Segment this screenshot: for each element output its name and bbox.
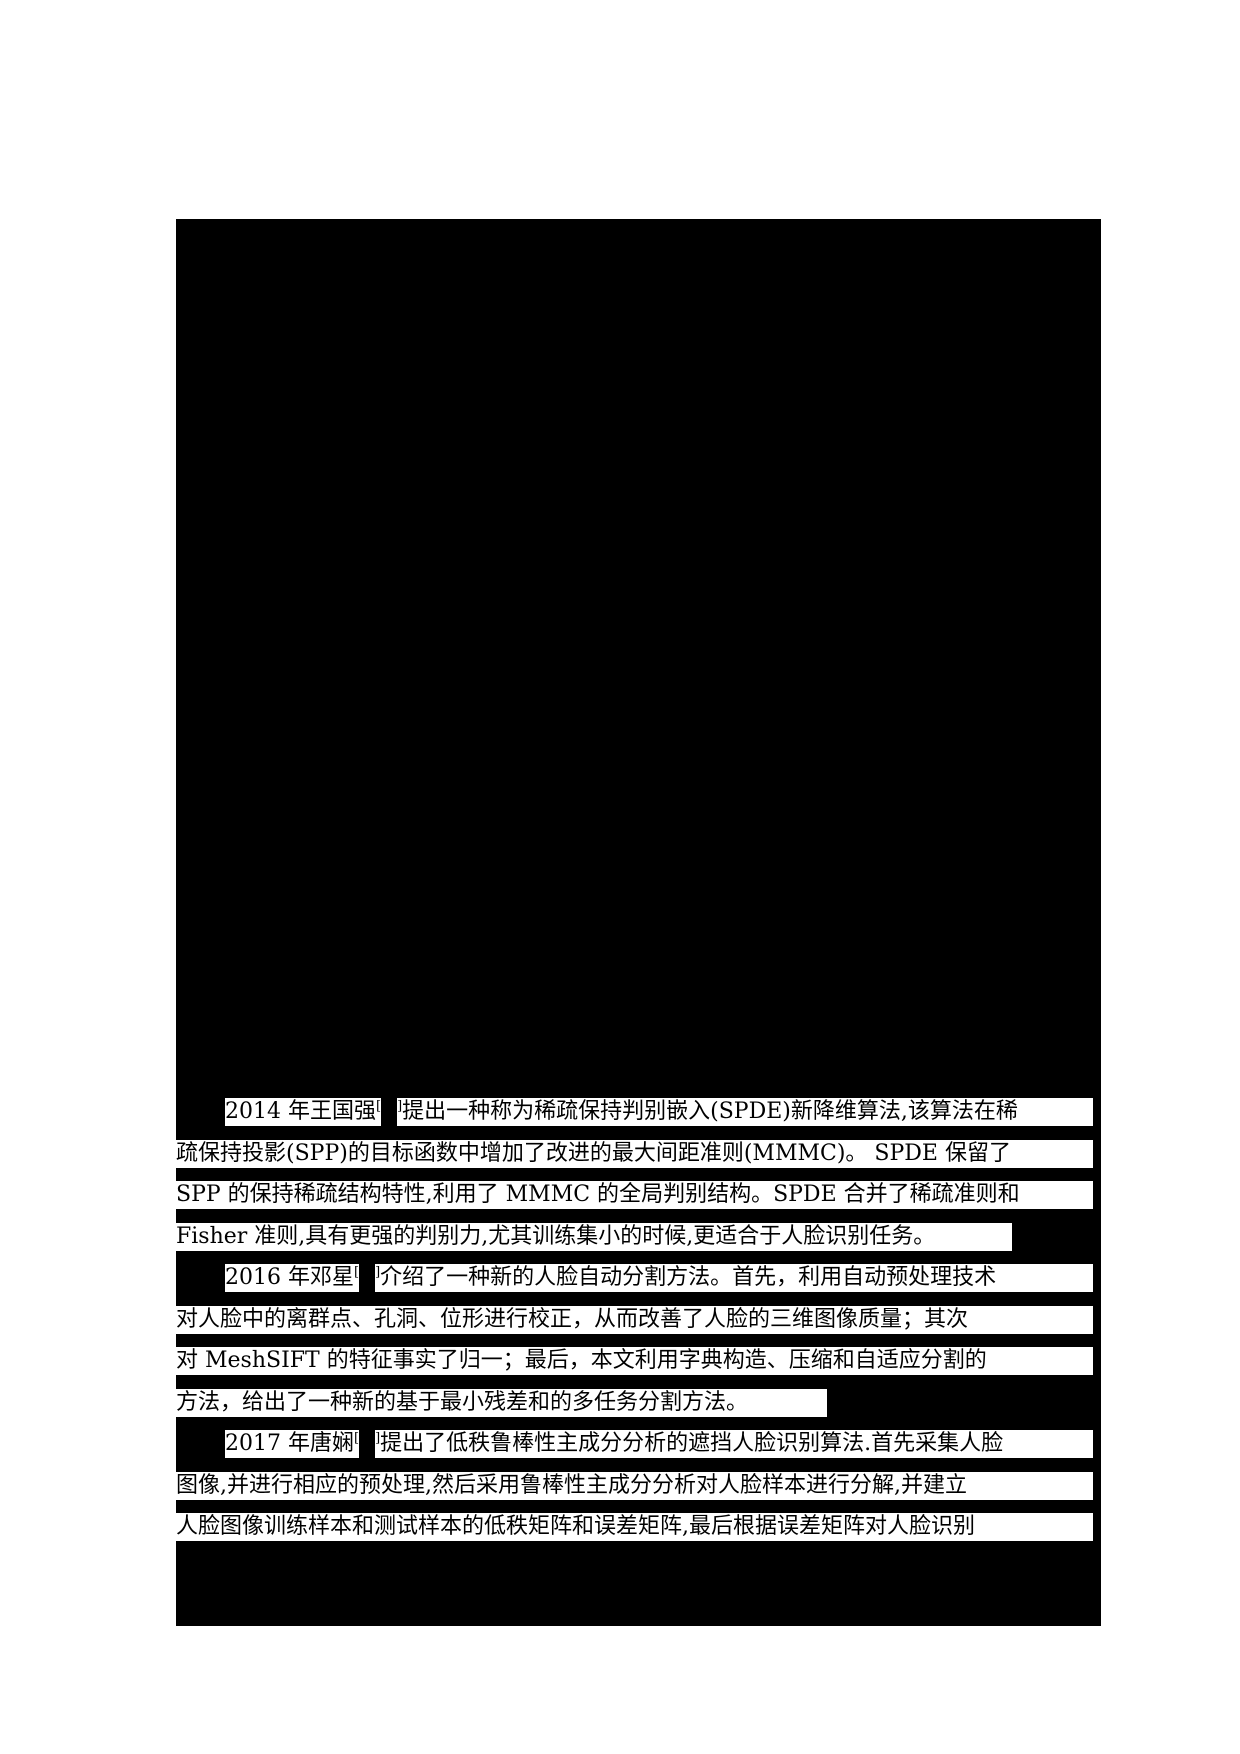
text-run: Fisher 准则,具有更强的判别力,尤其训练集小的时候,更适合于人脸识别任务。 bbox=[176, 1223, 936, 1249]
line-highlight: ]介绍了一种新的人脸自动分割方法。首先，利用自动预处理技术 bbox=[375, 1264, 1093, 1292]
text-run: SPP 的保持稀疏结构特性,利用了 MMMC 的全局判别结构。SPDE 合并了稀… bbox=[176, 1182, 1020, 1207]
citation-bracket-open: [ bbox=[375, 1099, 382, 1114]
citation-bracket-close: ] bbox=[375, 1431, 381, 1446]
citation-number-redacted bbox=[359, 1264, 375, 1292]
text-run: 人脸图像训练样本和测试样本的低秩矩阵和误差矩阵,最后根据误差矩阵对人脸识别 bbox=[176, 1514, 975, 1539]
line-highlight: 2017 年唐娴[ bbox=[225, 1430, 360, 1458]
citation-bracket-close: ] bbox=[397, 1099, 403, 1114]
text-run: 对人脸中的离群点、孔洞、位形进行校正，从而改善了人脸的三维图像质量；其次 bbox=[176, 1306, 969, 1332]
text-line: 对人脸中的离群点、孔洞、位形进行校正，从而改善了人脸的三维图像质量；其次 bbox=[176, 1305, 1093, 1334]
text-line: 人脸图像训练样本和测试样本的低秩矩阵和误差矩阵,最后根据误差矩阵对人脸识别 bbox=[176, 1513, 1093, 1541]
line-highlight: Fisher 准则,具有更强的判别力,尤其训练集小的时候,更适合于人脸识别任务。 bbox=[176, 1222, 1012, 1251]
citation-number-redacted bbox=[381, 1098, 397, 1126]
text-line: 2016 年邓星[ ]介绍了一种新的人脸自动分割方法。首先，利用自动预处理技术 bbox=[176, 1264, 1093, 1292]
text-line: Fisher 准则,具有更强的判别力,尤其训练集小的时候,更适合于人脸识别任务。 bbox=[176, 1222, 1093, 1251]
text-line: 图像,并进行相应的预处理,然后采用鲁棒性主成分分析对人脸样本进行分解,并建立 bbox=[176, 1471, 1093, 1500]
text-line: 对 MeshSIFT 的特征事实了归一；最后，本文利用字典构造、压缩和自适应分割… bbox=[176, 1347, 1093, 1375]
line-highlight: 2016 年邓星[ bbox=[225, 1264, 360, 1292]
citation-bracket-close: ] bbox=[375, 1265, 381, 1280]
line-highlight: ]提出了低秩鲁棒性主成分分析的遮挡人脸识别算法.首先采集人脸 bbox=[375, 1430, 1093, 1458]
line-highlight: 人脸图像训练样本和测试样本的低秩矩阵和误差矩阵,最后根据误差矩阵对人脸识别 bbox=[176, 1513, 1093, 1541]
citation-bracket-open: [ bbox=[353, 1431, 360, 1446]
text-run: 2016 年邓星 bbox=[225, 1265, 354, 1290]
text-block: 2014 年王国强[ ]提出一种称为稀疏保持判别嵌入(SPDE)新降维算法,该算… bbox=[176, 1098, 1093, 1555]
text-line: 2014 年王国强[ ]提出一种称为稀疏保持判别嵌入(SPDE)新降维算法,该算… bbox=[176, 1098, 1093, 1126]
line-highlight: 图像,并进行相应的预处理,然后采用鲁棒性主成分分析对人脸样本进行分解,并建立 bbox=[176, 1471, 1093, 1500]
text-run: 介绍了一种新的人脸自动分割方法。首先，利用自动预处理技术 bbox=[380, 1265, 997, 1290]
paragraph-indent bbox=[176, 1264, 225, 1292]
text-run: 提出一种称为稀疏保持判别嵌入(SPDE)新降维算法,该算法在稀 bbox=[402, 1099, 1018, 1124]
line-highlight: 对人脸中的离群点、孔洞、位形进行校正，从而改善了人脸的三维图像质量；其次 bbox=[176, 1305, 1093, 1334]
text-run: 提出了低秩鲁棒性主成分分析的遮挡人脸识别算法.首先采集人脸 bbox=[380, 1431, 1004, 1456]
text-run: 2017 年唐娴 bbox=[225, 1431, 354, 1456]
paragraph-indent bbox=[176, 1098, 225, 1126]
paragraph: 2016 年邓星[ ]介绍了一种新的人脸自动分割方法。首先，利用自动预处理技术 … bbox=[176, 1264, 1093, 1417]
line-highlight: 对 MeshSIFT 的特征事实了归一；最后，本文利用字典构造、压缩和自适应分割… bbox=[176, 1347, 1093, 1375]
text-run: 图像,并进行相应的预处理,然后采用鲁棒性主成分分析对人脸样本进行分解,并建立 bbox=[176, 1472, 967, 1498]
paragraph-indent bbox=[176, 1430, 225, 1458]
line-highlight: ]提出一种称为稀疏保持判别嵌入(SPDE)新降维算法,该算法在稀 bbox=[397, 1098, 1093, 1126]
text-run: 疏保持投影(SPP)的目标函数中增加了改进的最大间距准则(MMMC)。 SPDE… bbox=[176, 1140, 1011, 1166]
text-line: 2017 年唐娴[ ]提出了低秩鲁棒性主成分分析的遮挡人脸识别算法.首先采集人脸 bbox=[176, 1430, 1093, 1458]
citation-number-redacted bbox=[359, 1430, 375, 1458]
line-highlight: 方法，给出了一种新的基于最小残差和的多任务分割方法。 bbox=[176, 1388, 827, 1417]
paragraph: 2014 年王国强[ ]提出一种称为稀疏保持判别嵌入(SPDE)新降维算法,该算… bbox=[176, 1098, 1093, 1251]
line-highlight: 2014 年王国强[ bbox=[225, 1098, 382, 1126]
text-line: 方法，给出了一种新的基于最小残差和的多任务分割方法。 bbox=[176, 1388, 1093, 1417]
citation-bracket-open: [ bbox=[353, 1265, 360, 1280]
line-highlight: SPP 的保持稀疏结构特性,利用了 MMMC 的全局判别结构。SPDE 合并了稀… bbox=[176, 1181, 1093, 1209]
text-run: 对 MeshSIFT 的特征事实了归一；最后，本文利用字典构造、压缩和自适应分割… bbox=[176, 1348, 987, 1373]
paragraph: 2017 年唐娴[ ]提出了低秩鲁棒性主成分分析的遮挡人脸识别算法.首先采集人脸… bbox=[176, 1430, 1093, 1541]
text-line: SPP 的保持稀疏结构特性,利用了 MMMC 的全局判别结构。SPDE 合并了稀… bbox=[176, 1181, 1093, 1209]
text-line: 疏保持投影(SPP)的目标函数中增加了改进的最大间距准则(MMMC)。 SPDE… bbox=[176, 1139, 1093, 1168]
text-run: 2014 年王国强 bbox=[225, 1099, 376, 1124]
text-run: 方法，给出了一种新的基于最小残差和的多任务分割方法。 bbox=[176, 1389, 749, 1415]
line-highlight: 疏保持投影(SPP)的目标函数中增加了改进的最大间距准则(MMMC)。 SPDE… bbox=[176, 1139, 1093, 1168]
